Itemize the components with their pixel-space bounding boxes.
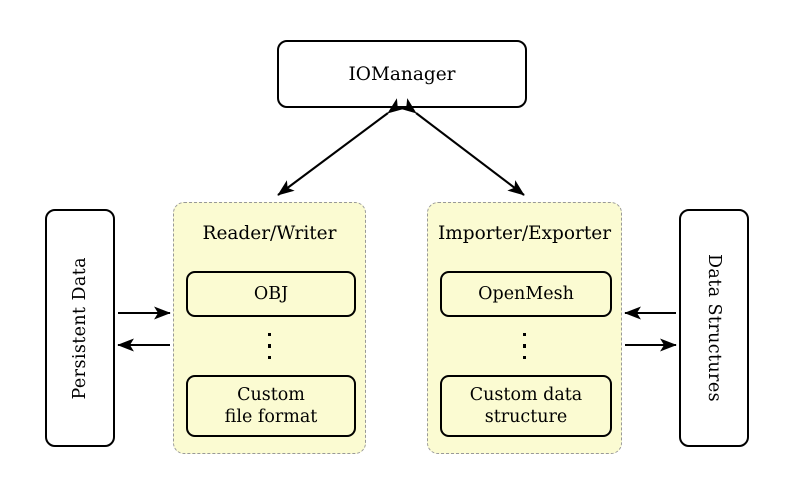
node-custom-file-format-label-line1: Custom	[237, 384, 305, 405]
group-importer-exporter[interactable]: Importer/Exporter OpenMesh Custom data s…	[427, 202, 622, 454]
node-obj[interactable]: OBJ	[186, 271, 356, 317]
node-obj-label: OBJ	[253, 284, 289, 304]
node-custom-file-format-label-line2: file format	[224, 407, 318, 427]
node-openmesh-label: OpenMesh	[478, 284, 574, 304]
group-reader-writer-title: Reader/Writer	[202, 223, 337, 244]
node-iomanager-label: IOManager	[348, 63, 456, 85]
node-custom-file-format[interactable]: Custom file format	[186, 375, 356, 437]
node-openmesh[interactable]: OpenMesh	[440, 271, 612, 317]
arrow-iomanager-reader-writer	[277, 98, 405, 196]
group-importer-exporter-title: Importer/Exporter	[437, 223, 612, 244]
ellipsis-reader-writer	[267, 333, 272, 359]
node-iomanager[interactable]: IOManager	[277, 40, 527, 108]
group-reader-writer[interactable]: Reader/Writer OBJ Custom file format	[173, 202, 366, 454]
node-data-structures-label: Data Structures	[704, 254, 724, 402]
node-custom-data-structure-label-line1: Custom data	[469, 384, 583, 405]
arrow-iomanager-importer-exporter	[399, 98, 525, 196]
node-custom-data-structure[interactable]: Custom data structure	[440, 375, 612, 437]
node-custom-data-structure-label-line2: structure	[484, 407, 568, 427]
node-data-structures[interactable]: Data Structures	[679, 209, 749, 447]
node-persistent-data[interactable]: Persistent Data	[45, 209, 115, 447]
ellipsis-importer-exporter	[522, 333, 527, 359]
node-persistent-data-label: Persistent Data	[70, 256, 90, 400]
